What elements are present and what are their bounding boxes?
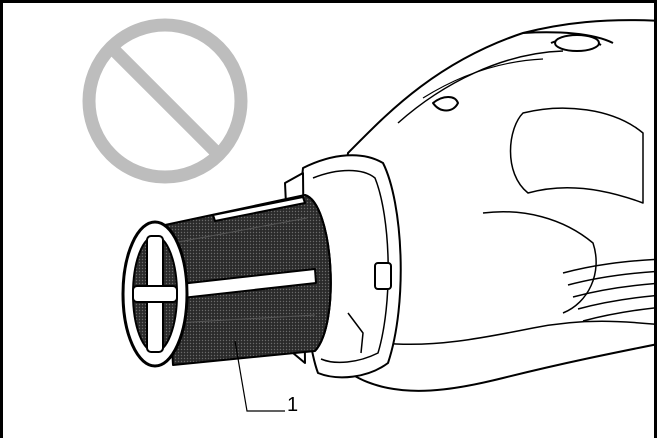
filter-front-cap — [121, 220, 189, 368]
vacuum-body — [322, 19, 654, 392]
mesh-filter — [164, 194, 332, 366]
callout-leader-1 — [234, 340, 285, 412]
line-art-illustration — [82, 18, 654, 412]
prohibition-icon — [82, 18, 248, 184]
callout-label-1: 1 — [287, 394, 299, 416]
